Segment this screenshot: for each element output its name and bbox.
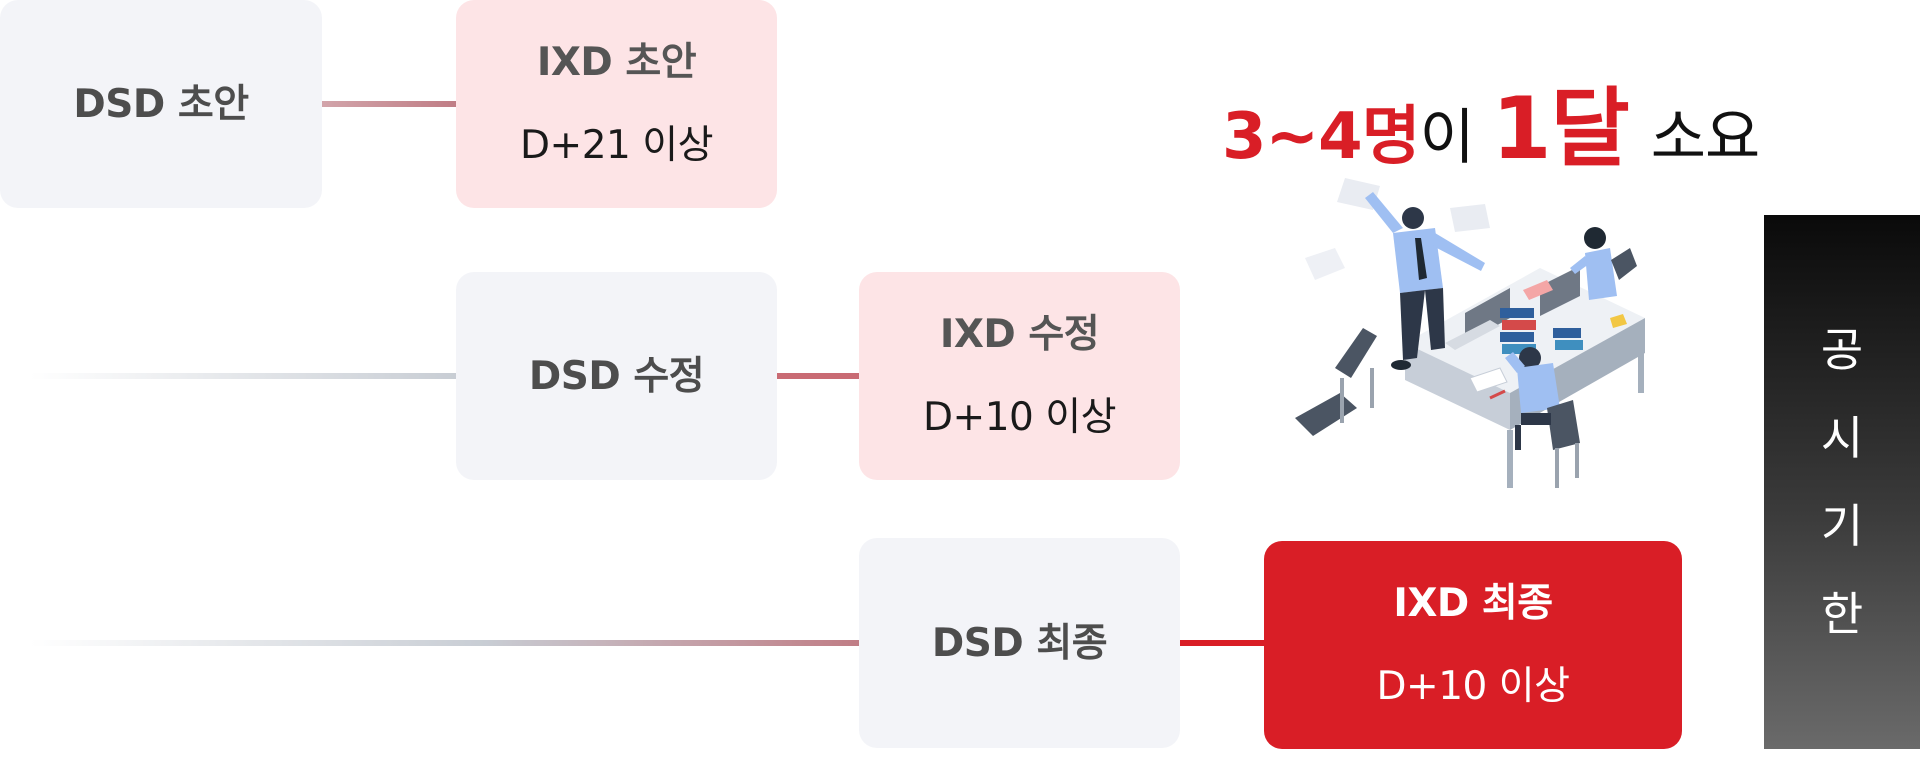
ixd-final-duration: D+10 이상 xyxy=(1376,664,1571,709)
busy-office-team-icon xyxy=(1295,178,1645,488)
ixd-revision-label: IXD 수정 xyxy=(939,312,1100,357)
headline-particle: 이 xyxy=(1419,103,1475,173)
lead-line-row3 xyxy=(30,640,859,646)
ixd-draft-box: IXD 초안 D+21 이상 xyxy=(456,0,777,208)
dsd-revision-box: DSD 수정 xyxy=(456,272,777,480)
deadline-char-3: 기 xyxy=(1820,499,1864,553)
headline-suffix: 소요 xyxy=(1650,103,1760,173)
ixd-draft-label: IXD 초안 xyxy=(536,40,697,85)
dsd-revision-label: DSD 수정 xyxy=(528,353,705,399)
headline-people: 3~4명 xyxy=(1222,100,1421,174)
headline: 3~4명 이 1달 소요 xyxy=(1222,58,1760,179)
deadline-char-2: 시 xyxy=(1820,411,1864,465)
deadline-bar: 공 시 기 한 xyxy=(1764,215,1920,749)
dsd-final-label: DSD 최종 xyxy=(931,620,1108,666)
headline-period: 1달 xyxy=(1491,79,1630,179)
ixd-revision-duration: D+10 이상 xyxy=(923,395,1117,440)
connector-row1 xyxy=(322,101,456,107)
ixd-final-label: IXD 최종 xyxy=(1393,581,1553,626)
connector-row2 xyxy=(777,373,859,379)
ixd-draft-duration: D+21 이상 xyxy=(520,123,714,168)
dsd-draft-box: DSD 초안 xyxy=(0,0,322,208)
dsd-draft-label: DSD 초안 xyxy=(73,81,249,127)
deadline-char-4: 한 xyxy=(1820,587,1864,641)
ixd-revision-box: IXD 수정 D+10 이상 xyxy=(859,272,1180,480)
deadline-char-1: 공 xyxy=(1820,323,1864,377)
connector-row3 xyxy=(1180,640,1264,646)
ixd-final-box: IXD 최종 D+10 이상 xyxy=(1264,541,1682,749)
lead-line-row2 xyxy=(30,373,456,379)
dsd-final-box: DSD 최종 xyxy=(859,538,1180,748)
